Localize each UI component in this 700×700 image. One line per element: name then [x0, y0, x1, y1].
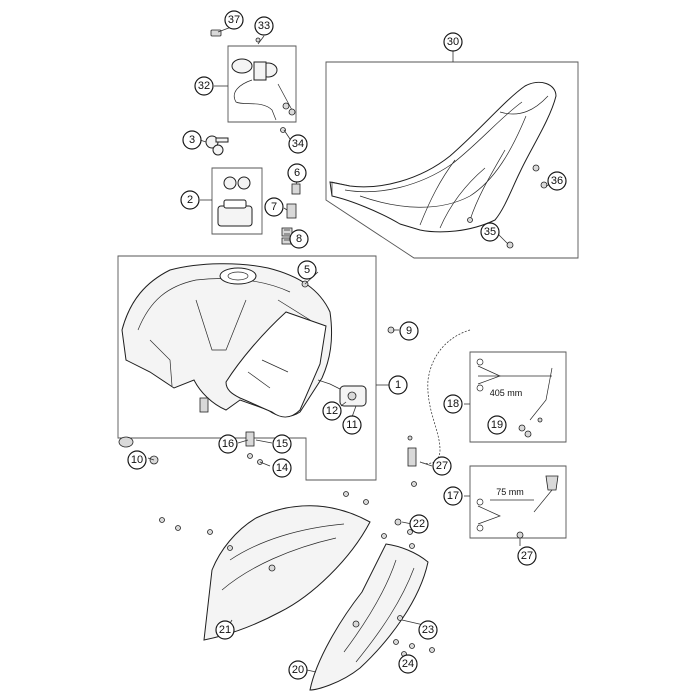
ignition-lock-assembly: [210, 29, 296, 133]
callout-20: 20: [288, 660, 308, 680]
callout-19-label: 19: [491, 419, 503, 431]
callout-18: 18: [443, 394, 463, 414]
lock-set-group-box: [211, 167, 263, 235]
callout-15-label: 15: [276, 438, 288, 450]
callout-20-label: 20: [292, 664, 304, 676]
callout-22: 22: [409, 514, 429, 534]
callout-36-label: 36: [551, 175, 563, 187]
grommet: [118, 436, 159, 465]
seat-group-box: [325, 61, 579, 259]
hose-75-detail: [476, 475, 559, 539]
seat-screw: [467, 164, 548, 249]
hose-405-box: [469, 351, 567, 443]
callout-10-label: 10: [131, 454, 143, 466]
callout-6-label: 6: [294, 167, 300, 179]
callout-24-label: 24: [402, 658, 414, 670]
fuel-tank-group-box: [117, 255, 377, 481]
hose-75-box: [469, 465, 567, 539]
side-panel-left: [203, 505, 371, 641]
callout-36: 36: [547, 171, 567, 191]
callout-33-label: 33: [258, 20, 270, 32]
callout-16-label: 16: [222, 438, 234, 450]
callout-27-upper-label: 27: [436, 460, 448, 472]
callout-2-label: 2: [187, 194, 193, 206]
callout-33: 33: [254, 16, 274, 36]
callout-32: 32: [194, 76, 214, 96]
callout-21: 21: [215, 620, 235, 640]
callout-8-label: 8: [296, 233, 302, 245]
callout-30-label: 30: [447, 36, 459, 48]
callout-35-label: 35: [484, 226, 496, 238]
key: [205, 135, 229, 156]
callout-9-label: 9: [406, 325, 412, 337]
hose-length-label: 405 mm: [490, 388, 523, 398]
callout-5: 5: [297, 260, 317, 280]
callout-35: 35: [480, 222, 500, 242]
side-panel-right: [309, 543, 429, 691]
callout-23: 23: [418, 620, 438, 640]
callout-34: 34: [288, 134, 308, 154]
callout-37: 37: [224, 10, 244, 30]
callout-3-label: 3: [189, 134, 195, 146]
callout-1: 1: [388, 375, 408, 395]
callout-11-label: 11: [346, 419, 357, 431]
seat: [329, 81, 557, 233]
panel-fasteners: [159, 491, 435, 657]
callout-22-label: 22: [413, 518, 425, 530]
callout-27-lower-label: 27: [521, 550, 533, 562]
callout-14-label: 14: [276, 462, 288, 474]
callout-1-label: 1: [395, 379, 401, 391]
lock-set: [217, 176, 253, 227]
callout-18-label: 18: [447, 398, 459, 410]
callout-37-label: 37: [228, 14, 240, 26]
callout-6: 6: [287, 163, 307, 183]
callout-12: 12: [322, 401, 342, 421]
callout-12-label: 12: [326, 405, 338, 417]
fuel-tank: [121, 263, 333, 418]
callout-27-lower: 27: [517, 546, 537, 566]
callout-7: 7: [264, 197, 284, 217]
hose-clamp: [407, 435, 417, 487]
callout-30: 30: [443, 32, 463, 52]
fuel-pump-bracket: [317, 379, 367, 407]
callout-17-label: 17: [447, 490, 459, 502]
callout-16: 16: [218, 434, 238, 454]
callout-7-label: 7: [271, 201, 277, 213]
callout-8: 8: [289, 229, 309, 249]
callout-14: 14: [272, 458, 292, 478]
callout-15: 15: [272, 434, 292, 454]
callout-11: 11: [342, 415, 362, 435]
callout-5-label: 5: [304, 264, 310, 276]
small-parts: [281, 183, 301, 245]
callout-19: 19: [487, 415, 507, 435]
callout-2: 2: [180, 190, 200, 210]
ignition-lock-group-box: [227, 45, 297, 123]
callout-10: 10: [127, 450, 147, 470]
short-hose-length-label: 75 mm: [496, 487, 524, 497]
callout-17: 17: [443, 486, 463, 506]
callout-34-label: 34: [292, 138, 304, 150]
callout-24: 24: [398, 654, 418, 674]
callout-23-label: 23: [422, 624, 434, 636]
fuel-hose: [419, 329, 471, 464]
callout-27-upper: 27: [432, 456, 452, 476]
callout-9: 9: [399, 321, 419, 341]
hose-405-detail: [476, 358, 553, 438]
callout-32-label: 32: [198, 80, 210, 92]
callout-21-label: 21: [219, 624, 231, 636]
callout-3: 3: [182, 130, 202, 150]
